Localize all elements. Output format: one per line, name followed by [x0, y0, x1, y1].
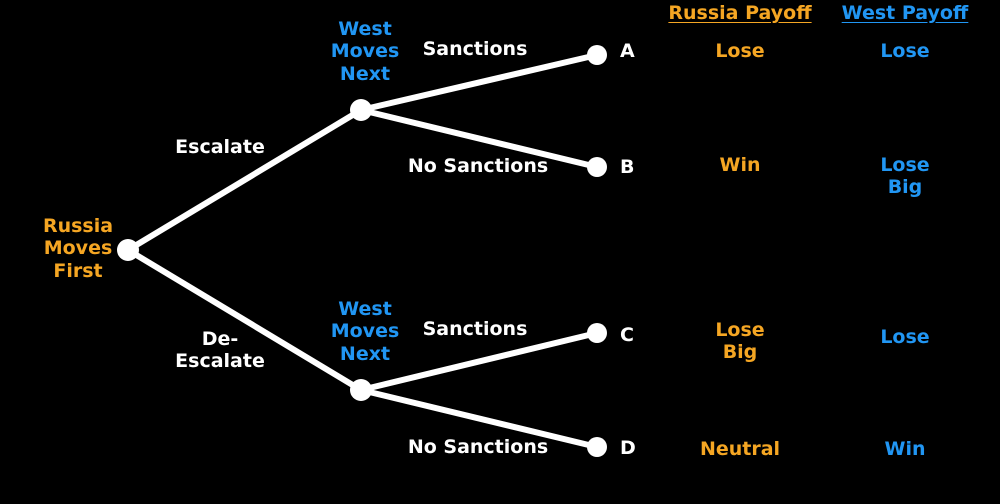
- node-west-upper: [350, 99, 372, 121]
- edge-escalate: [126, 107, 363, 253]
- payoff-west-d: Win: [884, 438, 926, 460]
- node-outcome-b: [587, 157, 607, 177]
- move-label-sanctions-lower: Sanctions: [422, 318, 528, 340]
- edge-sanctions-c: [360, 330, 598, 393]
- move-label-sanctions-upper: Sanctions: [422, 38, 528, 60]
- payoff-west-a: Lose: [880, 40, 930, 62]
- move-label-no-sanctions-lower: No Sanctions: [407, 436, 549, 458]
- outcome-letter-a: A: [620, 40, 635, 62]
- payoff-russia-b: Win: [719, 154, 761, 176]
- move-label-de-escalate: De- Escalate: [175, 328, 265, 373]
- actor-label-russia-moves-first: Russia Moves First: [42, 215, 114, 282]
- column-header-russia-payoff: Russia Payoff: [668, 2, 812, 24]
- edge-sanctions-a: [360, 52, 598, 113]
- node-outcome-a: [587, 45, 607, 65]
- move-label-escalate: Escalate: [175, 136, 265, 158]
- edge-no-sanctions-d: [360, 387, 598, 450]
- payoff-west-b: Lose Big: [880, 154, 930, 199]
- payoff-west-c: Lose: [880, 326, 930, 348]
- node-root-russia: [117, 239, 139, 261]
- edge-deescalate: [126, 247, 363, 393]
- actor-label-west-moves-next-upper: West Moves Next: [330, 18, 400, 85]
- payoff-russia-a: Lose: [715, 40, 765, 62]
- node-outcome-d: [587, 437, 607, 457]
- edge-no-sanctions-b: [360, 107, 598, 170]
- node-west-lower: [350, 379, 372, 401]
- column-header-west-payoff: West Payoff: [841, 2, 969, 24]
- outcome-letter-c: C: [620, 324, 634, 346]
- node-outcome-c: [587, 323, 607, 343]
- move-label-no-sanctions-upper: No Sanctions: [407, 155, 549, 177]
- payoff-russia-d: Neutral: [699, 438, 781, 460]
- outcome-letter-b: B: [620, 156, 635, 178]
- actor-label-west-moves-next-lower: West Moves Next: [330, 298, 400, 365]
- payoff-russia-c: Lose Big: [715, 319, 765, 364]
- outcome-letter-d: D: [620, 437, 636, 459]
